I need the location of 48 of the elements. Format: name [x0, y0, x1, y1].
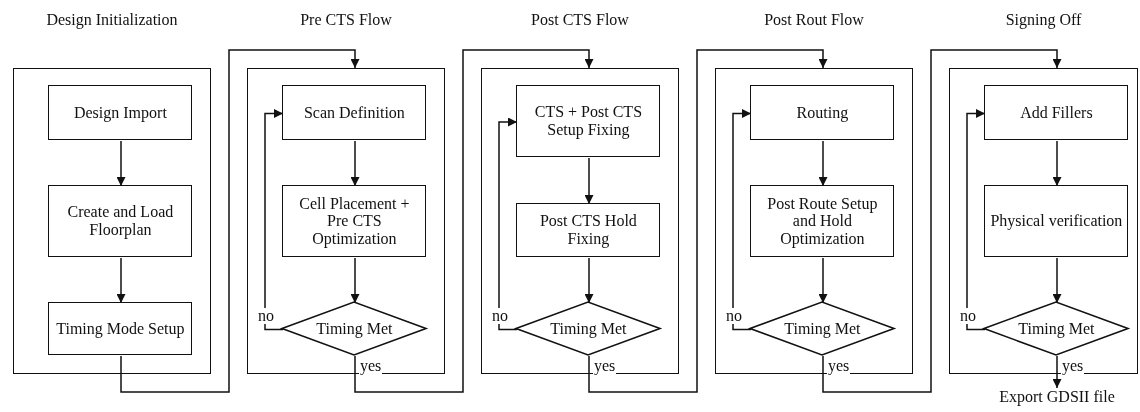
connector-arrow [584, 257, 594, 304]
connector-arrow [264, 109, 284, 331]
connector-arrow [116, 140, 126, 187]
edge-label: no [491, 307, 509, 324]
stage-title: Post Rout Flow [763, 11, 865, 29]
stage-title: Post CTS Flow [530, 11, 630, 29]
connector-arrow [732, 109, 752, 331]
process-box: CTS + Post CTS Setup Fixing [516, 85, 661, 158]
edge-label: no [959, 307, 977, 324]
connector-arrow [498, 117, 518, 331]
connector-arrow [818, 140, 828, 187]
stage-title: Design Initialization [45, 11, 179, 29]
stage-title: Signing Off [1004, 11, 1083, 29]
process-box: Physical verification [984, 185, 1129, 258]
edge-label: no [725, 307, 743, 324]
connector-arrow [120, 49, 360, 393]
connector-arrow [350, 140, 360, 187]
decision-diamond [516, 302, 661, 356]
process-box: Create and Load Floorplan [48, 185, 193, 258]
connector-arrow [1052, 257, 1062, 304]
connector-arrow [354, 49, 594, 393]
process-box: Post CTS Hold Fixing [516, 203, 661, 258]
connector-arrow [1052, 140, 1062, 187]
decision-text: Timing Met [550, 319, 627, 338]
connector-arrow [966, 109, 986, 331]
stage-title: Pre CTS Flow [299, 11, 393, 29]
edge-label: no [257, 307, 275, 324]
connector-arrow [818, 257, 828, 304]
connector-arrow [350, 257, 360, 304]
process-box: Post Route Setup and Hold Optimization [750, 185, 895, 258]
decision-diamond [282, 302, 427, 356]
connector-arrow [584, 157, 594, 205]
decision-diamond [750, 302, 895, 356]
process-box: Timing Mode Setup [48, 302, 193, 356]
output-text: Export GDSII file [969, 388, 1140, 408]
process-box: Cell Placement + Pre CTS Optimization [282, 185, 427, 258]
connector-arrow [116, 257, 126, 304]
decision-text: Timing Met [1018, 319, 1095, 338]
process-box: Routing [750, 85, 895, 141]
decision-text: Timing Met [784, 319, 861, 338]
connector-arrow [1052, 355, 1062, 389]
connector-arrow [822, 49, 1062, 393]
process-box: Scan Definition [282, 85, 427, 141]
connector-arrow [588, 49, 828, 393]
process-box: Add Fillers [984, 85, 1129, 141]
decision-text: Timing Met [316, 319, 393, 338]
decision-diamond [984, 302, 1129, 356]
process-box: Design Import [48, 85, 193, 141]
